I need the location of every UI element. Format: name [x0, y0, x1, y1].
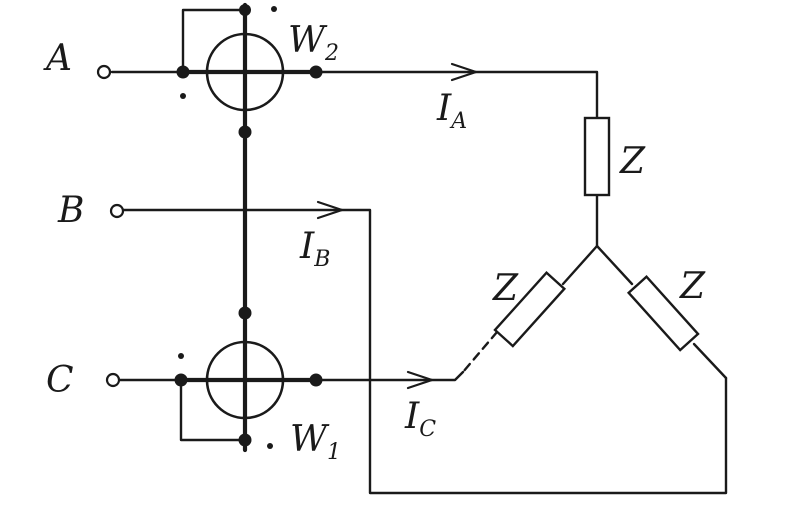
terminal-c: [105, 372, 121, 388]
label-impedance-top: Z: [619, 141, 646, 182]
label-impedance-right: Z: [679, 266, 706, 307]
impedance-right: [626, 275, 700, 352]
label-phase-c: C: [46, 360, 74, 401]
label-phase-a: A: [43, 38, 72, 79]
wattmeter-w1: [174, 306, 323, 453]
label-impedance-left: Z: [492, 268, 519, 309]
impedance-left: [493, 271, 567, 348]
impedance-top: [583, 116, 611, 197]
star-load-wires: [461, 193, 728, 380]
label-current-c: IC: [404, 396, 436, 442]
label-wattmeter-w1: W1: [290, 419, 341, 465]
arrow-i-a: [450, 62, 478, 82]
line-b-wire: [122, 208, 728, 495]
arrow-i-c: [406, 370, 434, 390]
label-wattmeter-w2: W2: [288, 20, 339, 66]
label-current-b: IB: [299, 226, 330, 272]
terminal-a: [96, 64, 112, 80]
wattmeter-w2: [176, 2, 323, 139]
label-phase-b: B: [57, 190, 84, 231]
terminal-b: [109, 203, 125, 219]
arrow-i-b: [316, 200, 344, 220]
label-current-a: IA: [436, 88, 467, 134]
